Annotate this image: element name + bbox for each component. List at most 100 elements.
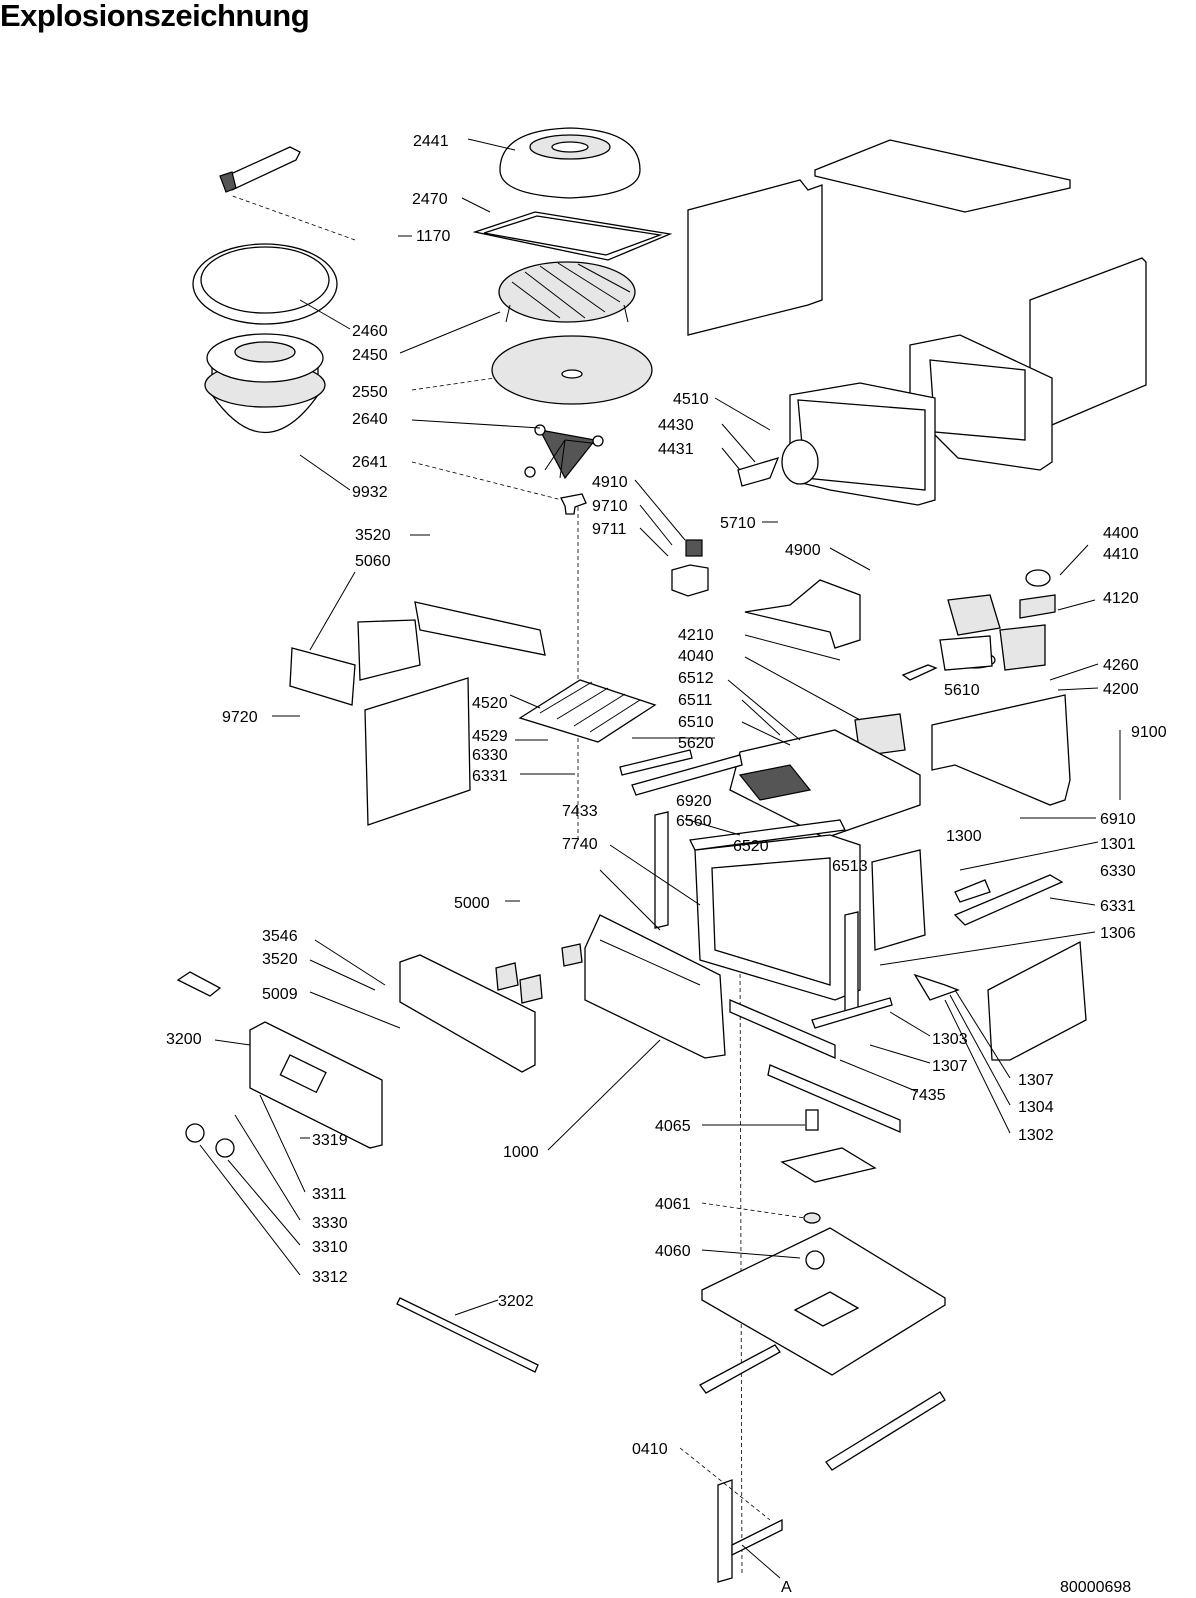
- dish-part: [192, 243, 338, 325]
- label-3546: 3546: [262, 928, 298, 945]
- label-5710: 5710: [720, 515, 756, 532]
- label-4431: 4431: [658, 441, 694, 458]
- label-1170: 1170: [416, 228, 451, 245]
- thermostat-part: [913, 874, 1064, 1001]
- label-4410: 4410: [1103, 546, 1139, 563]
- label-4210: 4210: [678, 627, 714, 644]
- label-4060: 4060: [655, 1243, 691, 1260]
- label-4260: 4260: [1103, 657, 1139, 674]
- label-3330: 3330: [312, 1215, 348, 1232]
- label-9711: 9711: [592, 521, 627, 538]
- control-housing-part: [399, 954, 536, 1073]
- label-6511: 6511: [678, 692, 713, 709]
- label-2550: 2550: [352, 384, 388, 401]
- transformer-part: [939, 624, 1046, 671]
- cover-part: [499, 127, 641, 199]
- page-title: Explosionszeichnung: [0, 0, 310, 33]
- label-4430: 4430: [658, 417, 694, 434]
- label-4529: 4529: [472, 728, 508, 745]
- label-3310: 3310: [312, 1239, 348, 1256]
- floor-mount-part: [780, 1109, 877, 1183]
- label-1303: 1303: [932, 1031, 968, 1048]
- bottom-rail-part: [699, 1344, 946, 1583]
- label-6560: 6560: [676, 813, 712, 830]
- label-5620: 5620: [678, 735, 714, 752]
- waveguide-part: [744, 579, 861, 649]
- label-5009: 5009: [262, 986, 298, 1003]
- label-4040: 4040: [678, 648, 714, 665]
- base-plate-part: [701, 1212, 946, 1376]
- label-6920: 6920: [676, 793, 712, 810]
- oven-cavity-part: [689, 819, 861, 1001]
- label-4200: 4200: [1103, 681, 1139, 698]
- label-6331-right: 6331: [1100, 898, 1136, 915]
- steamer-pot-part: [204, 333, 326, 433]
- label-5060: 5060: [355, 553, 391, 570]
- label-7433: 7433: [562, 803, 598, 820]
- leader-lines: [199, 138, 1121, 1579]
- side-panel-1306-part: [871, 849, 926, 951]
- document-number: 80000698: [1060, 1579, 1131, 1596]
- pcb-part: [289, 647, 356, 706]
- grill-element-part: [518, 679, 657, 743]
- insulation-part: [364, 677, 1087, 1061]
- label-1301: 1301: [1100, 836, 1136, 853]
- label-2460: 2460: [352, 323, 388, 340]
- label-3202: 3202: [498, 1293, 534, 1310]
- label-2441: 2441: [413, 133, 449, 150]
- tray-part: [472, 211, 673, 261]
- turntable-part: [491, 335, 653, 405]
- label-2470: 2470: [412, 191, 448, 208]
- label-2640: 2640: [352, 411, 388, 428]
- label-3311: 3311: [312, 1186, 347, 1203]
- label-4400: 4400: [1103, 525, 1139, 542]
- magnetron-part: [947, 569, 1056, 669]
- bracket-part: [357, 601, 546, 681]
- label-1000: 1000: [503, 1144, 539, 1161]
- ring-part: [781, 439, 819, 485]
- label-6910: 6910: [1100, 811, 1136, 828]
- label-9100: 9100: [1131, 724, 1167, 741]
- label-6510: 6510: [678, 714, 714, 731]
- trim-strip-part: [176, 971, 901, 1373]
- part-labels: 2441 2470 1170 2460 2450 2550 2640 2641 …: [166, 133, 1167, 1596]
- axis-marker: A: [781, 1579, 792, 1596]
- label-1307-left: 1307: [932, 1058, 968, 1075]
- label-3312: 3312: [312, 1269, 348, 1286]
- label-9710: 9710: [592, 498, 628, 515]
- label-6331-left: 6331: [472, 768, 508, 785]
- relay-module-part: [495, 943, 583, 1004]
- label-3520-bottom: 3520: [262, 951, 298, 968]
- label-1300: 1300: [946, 828, 982, 845]
- corner-post-part: [654, 811, 859, 1019]
- label-5000: 5000: [454, 895, 490, 912]
- cabinet-top-part: [814, 139, 1071, 213]
- label-4065: 4065: [655, 1118, 691, 1135]
- grill-rack-part: [498, 261, 636, 323]
- label-6330-left: 6330: [472, 747, 508, 764]
- label-4900: 4900: [785, 542, 821, 559]
- handle-part: [219, 146, 301, 193]
- label-2450: 2450: [352, 347, 388, 364]
- label-4510: 4510: [673, 391, 709, 408]
- diode-part: [901, 664, 938, 681]
- label-5610: 5610: [944, 682, 980, 699]
- label-7435: 7435: [910, 1087, 946, 1104]
- label-1302: 1302: [1018, 1127, 1054, 1144]
- back-panel-part: [931, 694, 1071, 806]
- door-part: [584, 914, 726, 1059]
- control-panel-part: [249, 1021, 383, 1149]
- label-9720: 9720: [222, 709, 258, 726]
- side-panel-left-part: [687, 179, 823, 336]
- label-4120: 4120: [1103, 590, 1139, 607]
- roller-ring-part: [524, 424, 604, 480]
- label-7740: 7740: [562, 836, 598, 853]
- cavity-top-part: [729, 729, 921, 839]
- label-4520: 4520: [472, 695, 508, 712]
- label-6330-right: 6330: [1100, 863, 1136, 880]
- cavity-frames-part: [789, 334, 1053, 506]
- label-3520-top: 3520: [355, 527, 391, 544]
- label-6513: 6513: [832, 858, 868, 875]
- knob-part: [185, 1123, 235, 1158]
